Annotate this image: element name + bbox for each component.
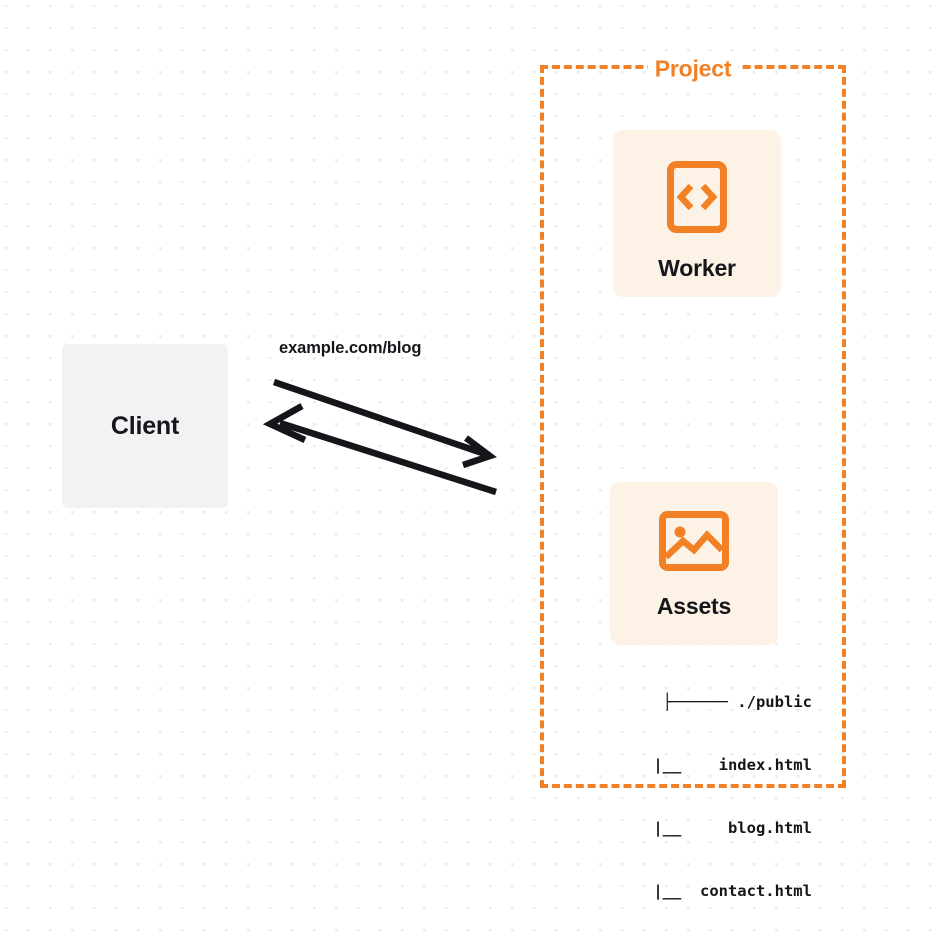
node-assets-label: Assets	[656, 593, 732, 619]
node-client[interactable]: Client	[62, 344, 228, 508]
node-worker-label: Worker	[658, 255, 736, 281]
file-tree-line: ├────── ./public	[662, 693, 812, 711]
code-brackets-icon	[666, 160, 728, 239]
file-tree-line: |__ blog.html	[588, 819, 812, 837]
node-client-label: Client	[110, 411, 180, 440]
file-tree-line: |__ index.html	[588, 756, 812, 774]
assets-file-tree: ├────── ./public |__ index.html |__ blog…	[588, 650, 812, 944]
edge-label-request-url: example.com/blog	[279, 339, 422, 357]
group-project: Project	[540, 55, 846, 788]
node-assets[interactable]: Assets	[610, 482, 778, 645]
image-icon	[658, 510, 730, 577]
node-worker[interactable]: Worker	[613, 130, 781, 297]
diagram-canvas: Client example.com/blog Project Worker	[62, 55, 846, 900]
file-tree-line: |__ contact.html	[588, 882, 812, 900]
edge-bidirectional-arrows	[262, 378, 497, 496]
group-project-label: Project	[647, 55, 739, 83]
